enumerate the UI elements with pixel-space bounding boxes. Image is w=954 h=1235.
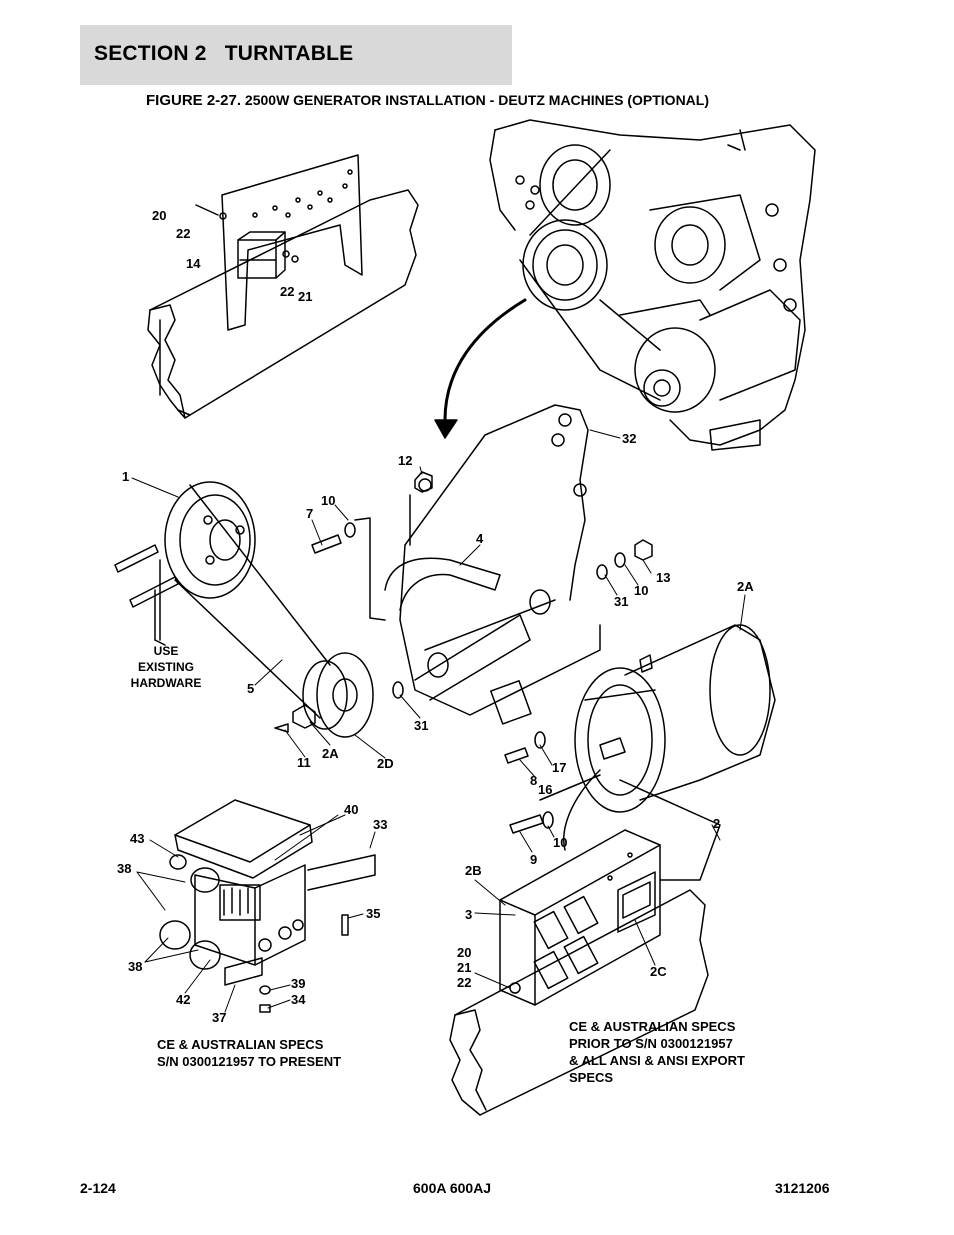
note-use-existing-line3: HARDWARE xyxy=(131,676,202,690)
figure-caption: 2500W GENERATOR INSTALLATION - DEUTZ MAC… xyxy=(244,92,709,108)
note-ce-prior-line4: SPECS xyxy=(569,1070,613,1085)
small-hardware xyxy=(274,471,653,834)
callout-2B: 2B xyxy=(465,863,482,878)
callout-14: 14 xyxy=(186,256,201,271)
callout-10-b: 10 xyxy=(634,583,648,598)
callout-32: 32 xyxy=(622,431,636,446)
callout-11: 11 xyxy=(297,755,311,770)
note-use-existing-line2: EXISTING xyxy=(138,660,194,674)
footer-model: 600A 600AJ xyxy=(413,1180,492,1196)
callout-39: 39 xyxy=(291,976,305,991)
callout-9: 9 xyxy=(530,852,537,867)
callout-34: 34 xyxy=(291,992,306,1007)
leader-lines xyxy=(131,429,746,1013)
callout-2D: 2D xyxy=(377,756,394,771)
section-title: SECTION 2 TURNTABLE xyxy=(94,42,354,65)
existing-hardware-bolts xyxy=(114,544,179,646)
callout-22-mid: 22 xyxy=(280,284,294,299)
callout-22-top: 22 xyxy=(176,226,190,241)
callout-10-a: 10 xyxy=(321,493,335,508)
section-header: SECTION 2 TURNTABLE xyxy=(80,25,512,85)
figure-number: FIGURE 2-27. xyxy=(146,92,242,109)
callout-2C: 2C xyxy=(650,964,667,979)
note-use-existing-line1: USE xyxy=(154,644,179,658)
generator xyxy=(574,624,776,813)
mounting-bracket xyxy=(384,404,601,725)
callout-40: 40 xyxy=(344,802,358,817)
callout-43: 43 xyxy=(130,831,144,846)
assembly-arrow xyxy=(434,298,527,439)
note-ce-prior-line3: & ALL ANSI & ANSI EXPORT xyxy=(569,1053,745,1068)
note-ce-present-line1: CE & AUSTRALIAN SPECS xyxy=(157,1037,324,1052)
callout-16: 16 xyxy=(538,782,552,797)
junction-box xyxy=(159,799,376,1013)
callout-10-c: 10 xyxy=(553,835,567,850)
callout-22-low: 22 xyxy=(457,975,471,990)
note-ce-prior-line2: PRIOR TO S/N 0300121957 xyxy=(569,1036,733,1051)
callout-2: 2 xyxy=(713,816,720,831)
callout-33: 33 xyxy=(373,817,387,832)
callout-12: 12 xyxy=(398,453,412,468)
callout-2A-right: 2A xyxy=(737,579,754,594)
diagram-notes: USE EXISTING HARDWARE CE & AUSTRALIAN SP… xyxy=(131,644,745,1085)
callout-37: 37 xyxy=(212,1010,226,1025)
callout-21-low: 21 xyxy=(457,960,471,975)
control-box-frame xyxy=(449,769,721,1116)
callout-38-a: 38 xyxy=(117,861,131,876)
callout-8: 8 xyxy=(530,773,537,788)
callout-20-top: 20 xyxy=(152,208,166,223)
callout-7: 7 xyxy=(306,506,313,521)
callout-42: 42 xyxy=(176,992,190,1007)
callout-31-b: 31 xyxy=(414,718,428,733)
drive-pulley-belt xyxy=(164,481,374,738)
footer-page-number: 2-124 xyxy=(80,1180,116,1196)
engine-assembly xyxy=(489,119,816,451)
callout-38-b: 38 xyxy=(128,959,142,974)
callout-3: 3 xyxy=(465,907,472,922)
footer-doc-number: 3121206 xyxy=(775,1180,830,1196)
callout-20-low: 20 xyxy=(457,945,471,960)
callout-5: 5 xyxy=(247,681,254,696)
callout-17: 17 xyxy=(552,760,566,775)
callout-21-mid: 21 xyxy=(298,289,312,304)
callout-31-a: 31 xyxy=(614,594,628,609)
callout-labels: 20 22 14 22 21 1 12 32 10 7 4 13 10 31 2… xyxy=(117,208,754,1025)
frame-upper-left xyxy=(147,154,419,419)
callout-2A-low: 2A xyxy=(322,746,339,761)
callout-4: 4 xyxy=(476,531,484,546)
note-ce-prior-line1: CE & AUSTRALIAN SPECS xyxy=(569,1019,736,1034)
callout-13: 13 xyxy=(656,570,670,585)
figure-title: FIGURE 2-27. 2500W GENERATOR INSTALLATIO… xyxy=(146,92,709,109)
callout-35: 35 xyxy=(366,906,380,921)
note-ce-present-line2: S/N 0300121957 TO PRESENT xyxy=(157,1054,341,1069)
callout-1: 1 xyxy=(122,469,129,484)
